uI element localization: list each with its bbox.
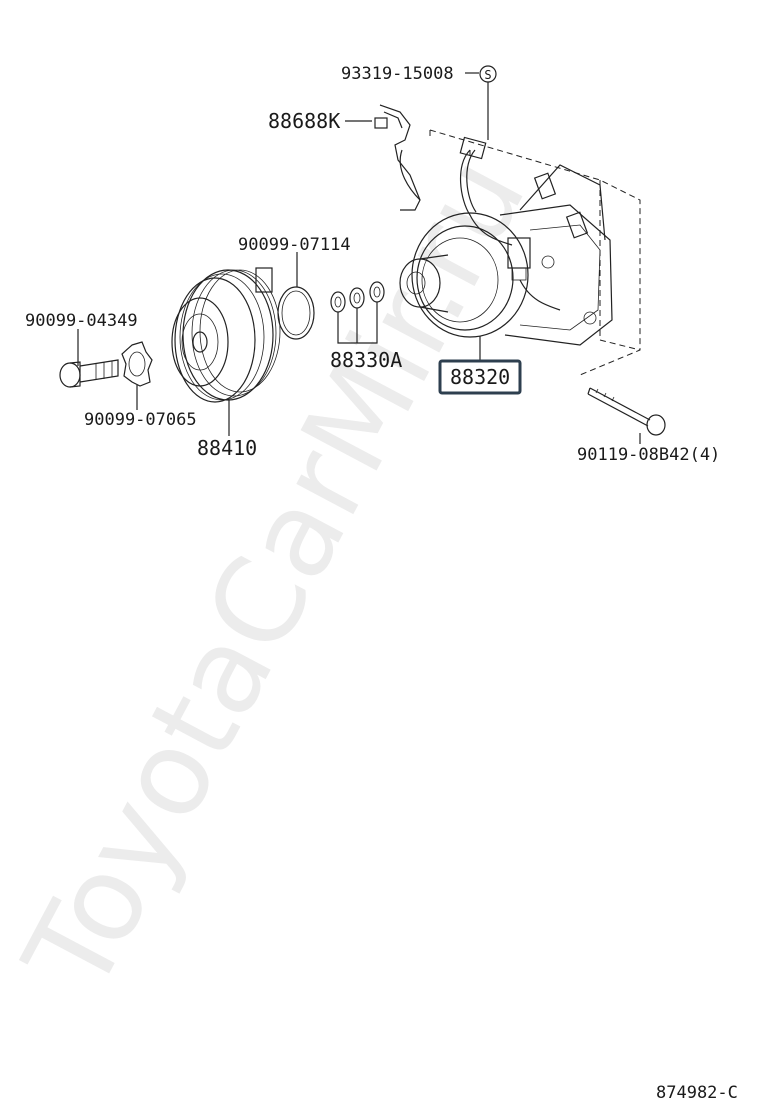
- pulley-88410-drawing: [171, 267, 281, 403]
- snap-ring-drawing: [277, 286, 315, 340]
- bolt-drawing: [59, 359, 119, 388]
- bracket-88688k-drawing: [374, 104, 421, 211]
- svg-text:S: S: [484, 68, 491, 82]
- diagram-code: 874982-C: [656, 1083, 738, 1103]
- highlight-box-88320: [438, 359, 522, 395]
- part-label-90099-07065[interactable]: 90099-07065: [84, 410, 197, 430]
- washer-drawing: [121, 341, 153, 387]
- part-label-90119-08b42[interactable]: 90119-08B42(4): [577, 445, 720, 465]
- part-label-88330a[interactable]: 88330A: [330, 348, 402, 372]
- leader-lines: [77, 72, 641, 444]
- compressor-drawing: [399, 129, 641, 376]
- part-label-88688k[interactable]: 88688K: [268, 109, 340, 133]
- watermark-text: ToyotaCarMir.ru: [0, 135, 552, 1014]
- long-bolt-drawing: [587, 387, 666, 436]
- part-label-88410[interactable]: 88410: [197, 436, 257, 460]
- part-label-90099-04349[interactable]: 90099-04349: [25, 311, 138, 331]
- part-label-90099-07114[interactable]: 90099-07114: [238, 235, 351, 255]
- s-marker-symbol: S: [479, 65, 497, 83]
- part-label-93319-15008[interactable]: 93319-15008: [341, 64, 454, 84]
- part-label-88320[interactable]: 88320: [450, 365, 510, 389]
